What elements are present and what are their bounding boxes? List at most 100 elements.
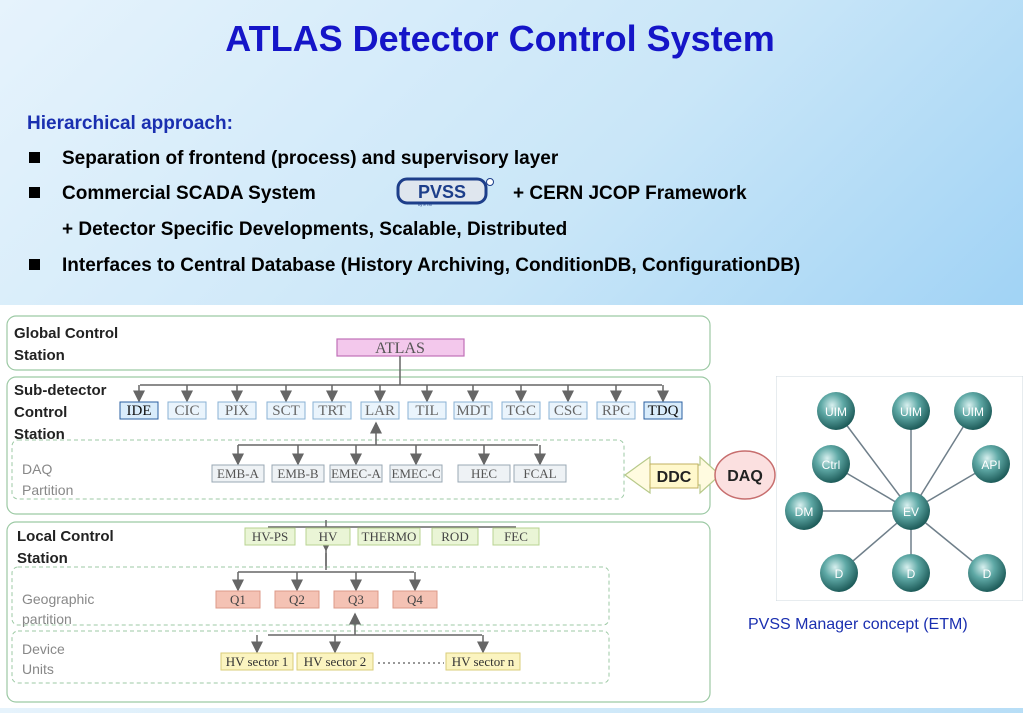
etm-d-node: D <box>892 554 930 592</box>
bullet-text: Commercial SCADA System <box>62 183 316 204</box>
daq-label: DAQ <box>727 468 763 485</box>
level-label-geo: Geographic <box>22 591 94 607</box>
subdetector-node-label: CSC <box>554 403 582 419</box>
subdetector-node-box <box>266 401 306 420</box>
control-hierarchy-diagram: Global Control Station Sub-detector Cont… <box>6 315 776 703</box>
level-label-global: Global Control <box>14 325 118 342</box>
partition-node-box <box>271 464 325 483</box>
quadrant-node-label: Q4 <box>407 592 423 607</box>
level-label-daq: DAQ <box>22 461 52 477</box>
partition-node-label: HEC <box>471 466 497 481</box>
sector-node-label: HV sector 2 <box>304 654 367 669</box>
partition-node-box <box>389 464 443 483</box>
bullet-text: Separation of frontend (process) and sup… <box>62 148 559 169</box>
etm-api-node: API <box>972 445 1010 483</box>
level-label-device: Device <box>22 641 65 657</box>
sector-node-label: HV sector n <box>452 654 515 669</box>
etm-d-node: D <box>968 554 1006 592</box>
detector-specific-text: + Detector Specific Developments, Scalab… <box>62 219 568 240</box>
local-node-label: HV-PS <box>252 529 288 544</box>
local-node-box <box>244 527 296 546</box>
partition-node-box <box>211 464 265 483</box>
ddc-label: DDC <box>657 469 692 486</box>
etm-manager-diagram: UIM UIM UIM Ctrl API DM EV D D D <box>776 376 1023 601</box>
subdetector-node-box <box>312 401 352 420</box>
local-node-label: ROD <box>441 529 468 544</box>
subdetector-node-label: SCT <box>272 403 300 419</box>
quadrant-node-label: Q2 <box>289 592 305 607</box>
svg-text:DM: DM <box>795 505 814 519</box>
subdetector-node-label: RPC <box>602 403 630 419</box>
level-label-daq: Partition <box>22 482 73 498</box>
level-label-sub: Sub-detector <box>14 382 107 399</box>
partition-node-box <box>513 464 567 483</box>
subdetector-node-box <box>407 401 447 420</box>
local-node-label: THERMO <box>362 529 417 544</box>
partition-node-label: EMEC-C <box>391 466 440 481</box>
subdetector-node-box <box>167 401 207 420</box>
svg-text:UIM: UIM <box>962 405 984 419</box>
svg-text:UIM: UIM <box>825 405 847 419</box>
svg-text:UIM: UIM <box>900 405 922 419</box>
svg-text:D: D <box>835 567 844 581</box>
partition-node-label: EMB-B <box>277 466 319 481</box>
level-label-global: Station <box>14 347 65 364</box>
subdetector-node-label: LAR <box>365 403 395 419</box>
sector-node-box <box>220 652 294 671</box>
pvss-logo-sub: by ETM <box>418 202 432 207</box>
etm-uim-node: UIM <box>817 392 855 430</box>
local-node-box <box>492 527 540 546</box>
level-label-geo: partition <box>22 611 72 627</box>
etm-caption: PVSS Manager concept (ETM) <box>748 616 968 633</box>
level-label-sub: Station <box>14 426 65 443</box>
partition-node-label: EMB-A <box>217 466 260 481</box>
bullet-square-icon <box>29 152 40 163</box>
geographic-partition-box <box>11 566 610 626</box>
subdetector-node-label: CIC <box>174 403 199 419</box>
etm-d-node: D <box>820 554 858 592</box>
subdetector-node-box <box>596 401 636 420</box>
bullet-square-icon <box>29 259 40 270</box>
subdetector-node-label: TRT <box>318 403 345 419</box>
ddc-box <box>649 463 699 489</box>
pvss-logo-text: PVSS <box>418 182 466 202</box>
etm-ev-node: EV <box>892 492 930 530</box>
etm-uim-node: UIM <box>954 392 992 430</box>
bullet-scada: Commercial SCADA System <box>29 183 316 205</box>
svg-text:Ctrl: Ctrl <box>822 458 841 472</box>
svg-text:EV: EV <box>903 505 919 519</box>
atlas-node-label: ATLAS <box>375 340 425 357</box>
etm-ctrl-node: Ctrl <box>812 445 850 483</box>
quadrant-node-box <box>215 590 261 609</box>
svg-text:D: D <box>983 567 992 581</box>
sector-node-box <box>296 652 374 671</box>
subdetector-node-label: TIL <box>415 403 438 419</box>
subdetector-node-label: PIX <box>225 403 249 419</box>
daq-partition-box <box>11 439 625 500</box>
subdetector-node-label: IDE <box>127 403 152 419</box>
bullet-text: Interfaces to Central Database (History … <box>62 255 801 276</box>
slide-title: ATLAS Detector Control System <box>225 18 775 59</box>
local-node-box <box>305 527 351 546</box>
level-label-local: Station <box>17 550 68 567</box>
local-node-label: HV <box>319 529 338 544</box>
quadrant-node-box <box>392 590 438 609</box>
subdetector-node-label: TDQ <box>648 403 679 419</box>
quadrant-node-label: Q3 <box>348 592 364 607</box>
partition-node-label: FCAL <box>523 466 556 481</box>
sector-node-box <box>445 652 521 671</box>
svg-text:D: D <box>907 567 916 581</box>
subdetector-node-box <box>643 401 683 420</box>
subdetector-node-box <box>217 401 257 420</box>
local-node-box <box>431 527 479 546</box>
subdetector-node-box <box>453 401 493 420</box>
bullet-square-icon <box>29 187 40 198</box>
quadrant-node-box <box>333 590 379 609</box>
subdetector-node-box <box>548 401 588 420</box>
daq-node <box>714 450 776 500</box>
subdetector-node-box <box>119 401 159 420</box>
